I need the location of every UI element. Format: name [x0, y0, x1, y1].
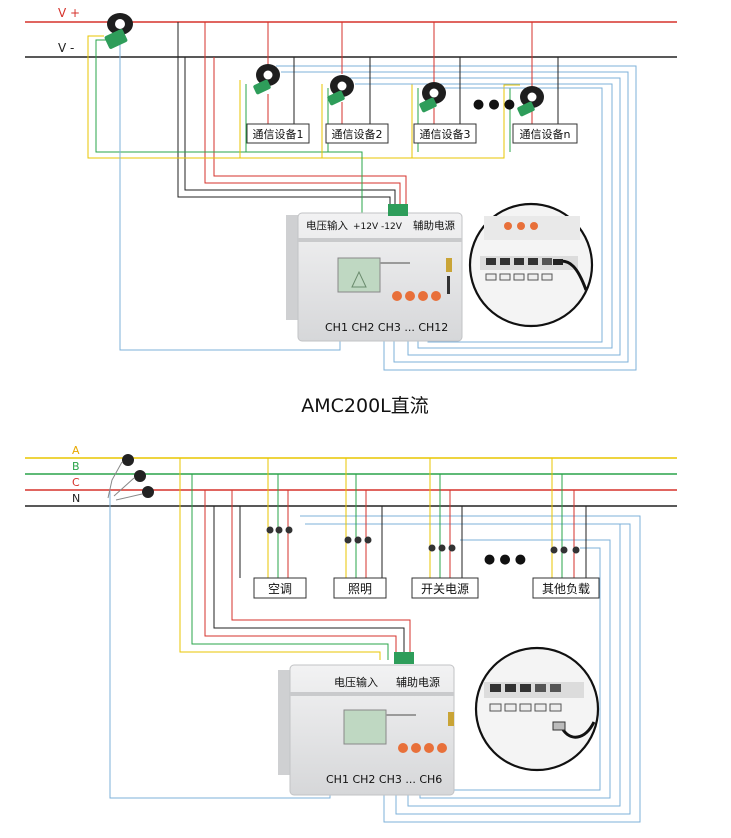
dc-button-2 — [405, 291, 415, 301]
dc-voltage-terms-label: +12V -12V — [353, 222, 403, 232]
dc-button-4 — [431, 291, 441, 301]
ac-button-2 — [411, 743, 421, 753]
neutral-label: N — [72, 492, 80, 505]
device-box-n — [512, 123, 578, 144]
load-box-aircon — [253, 577, 307, 599]
phase-b-label: B — [72, 460, 80, 473]
load-label-other: 其他负载 — [542, 582, 590, 596]
dc-antenna — [446, 258, 452, 272]
device-label-1: 通信设备1 — [253, 127, 304, 141]
dc-aux-power-label: 辅助电源 — [413, 219, 455, 232]
ac-load-ct-n — [550, 546, 580, 554]
dc-ellipsis: ● ● ● — [473, 97, 515, 112]
device-label-3: 通信设备3 — [420, 127, 471, 141]
ac-button-1 — [398, 743, 408, 753]
ac-aux-power-label: 辅助电源 — [396, 675, 440, 689]
dc-button-3 — [418, 291, 428, 301]
dc-button-1 — [392, 291, 402, 301]
ac-port-zoom-inset — [474, 646, 600, 772]
phase-a-label: A — [72, 444, 80, 457]
phase-c-label: C — [72, 476, 80, 489]
ac-channels-label: CH1 CH2 CH3 ... CH6 — [326, 773, 442, 786]
ac-load-ct-1 — [266, 526, 293, 534]
negative-rail-label: V - — [58, 41, 74, 55]
dc-terminal-block — [388, 204, 408, 216]
dc-device-sensor-2 — [327, 75, 354, 106]
ac-terminal-block — [394, 652, 414, 664]
load-box-lighting — [333, 577, 387, 599]
load-box-switching-power — [411, 577, 479, 599]
ac-voltage-input-label: 电压输入 — [334, 675, 378, 689]
dc-voltage-input-label: 电压输入 — [306, 219, 348, 232]
ac-main-current-transformers — [107, 454, 154, 501]
load-box-other — [532, 577, 600, 599]
ac-ellipsis: ● ● ● — [484, 552, 526, 567]
ac-meter: 电压输入 辅助电源 CH1 CH2 CH3 ... CH6 — [278, 652, 455, 796]
load-label-switching-power: 开关电源 — [421, 582, 469, 596]
dc-wiring-section: 通信设备1 通信设备2 通信设备3 通信设备n ● ● ● V + V - — [25, 6, 677, 371]
load-label-aircon: 空调 — [268, 582, 292, 596]
ac-lcd-screen — [343, 709, 387, 745]
load-label-lighting: 照明 — [348, 582, 372, 596]
section-title: AMC200L直流 — [301, 395, 429, 417]
ac-load-ct-2 — [344, 536, 372, 544]
ac-button-4 — [437, 743, 447, 753]
dc-lcd-screen — [337, 257, 381, 293]
dc-channels-label: CH1 CH2 CH3 ... CH12 — [325, 321, 448, 334]
dc-port-zoom-inset — [468, 202, 594, 328]
ac-load-ct-3 — [428, 544, 456, 552]
device-box-1 — [246, 123, 310, 144]
positive-rail-label: V + — [58, 6, 80, 20]
dc-device-sensor-n — [517, 86, 544, 117]
dc-device-sensor-1 — [253, 64, 280, 95]
ac-wiring-section: A B C N — [25, 444, 677, 823]
device-box-3 — [413, 123, 477, 144]
ac-antenna — [448, 712, 454, 726]
device-box-2 — [325, 123, 389, 144]
dc-current-sensor-main — [104, 13, 133, 49]
device-label-2: 通信设备2 — [332, 127, 383, 141]
device-label-n: 通信设备n — [520, 127, 571, 141]
ac-button-3 — [424, 743, 434, 753]
dc-meter: 电压输入 +12V -12V 辅助电源 CH1 CH2 CH3 ... CH12 — [286, 204, 463, 342]
dc-device-sensor-3 — [419, 82, 446, 113]
